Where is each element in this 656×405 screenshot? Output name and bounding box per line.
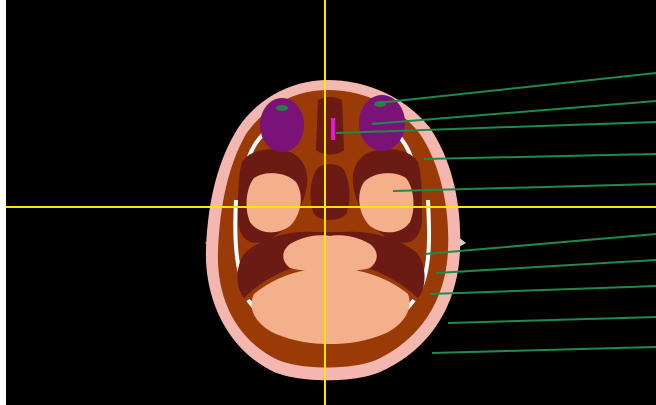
nasal-bridge xyxy=(316,97,344,155)
target-marker xyxy=(331,118,335,140)
brainstem xyxy=(283,235,377,270)
eye-left-lens xyxy=(276,105,288,111)
nasal-cavity xyxy=(310,164,349,220)
